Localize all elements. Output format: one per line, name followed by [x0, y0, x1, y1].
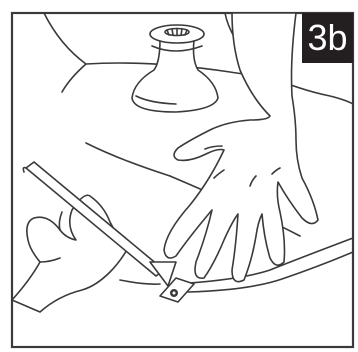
left-hand-with-tool [12, 162, 194, 312]
step-badge: 3b [302, 13, 353, 63]
